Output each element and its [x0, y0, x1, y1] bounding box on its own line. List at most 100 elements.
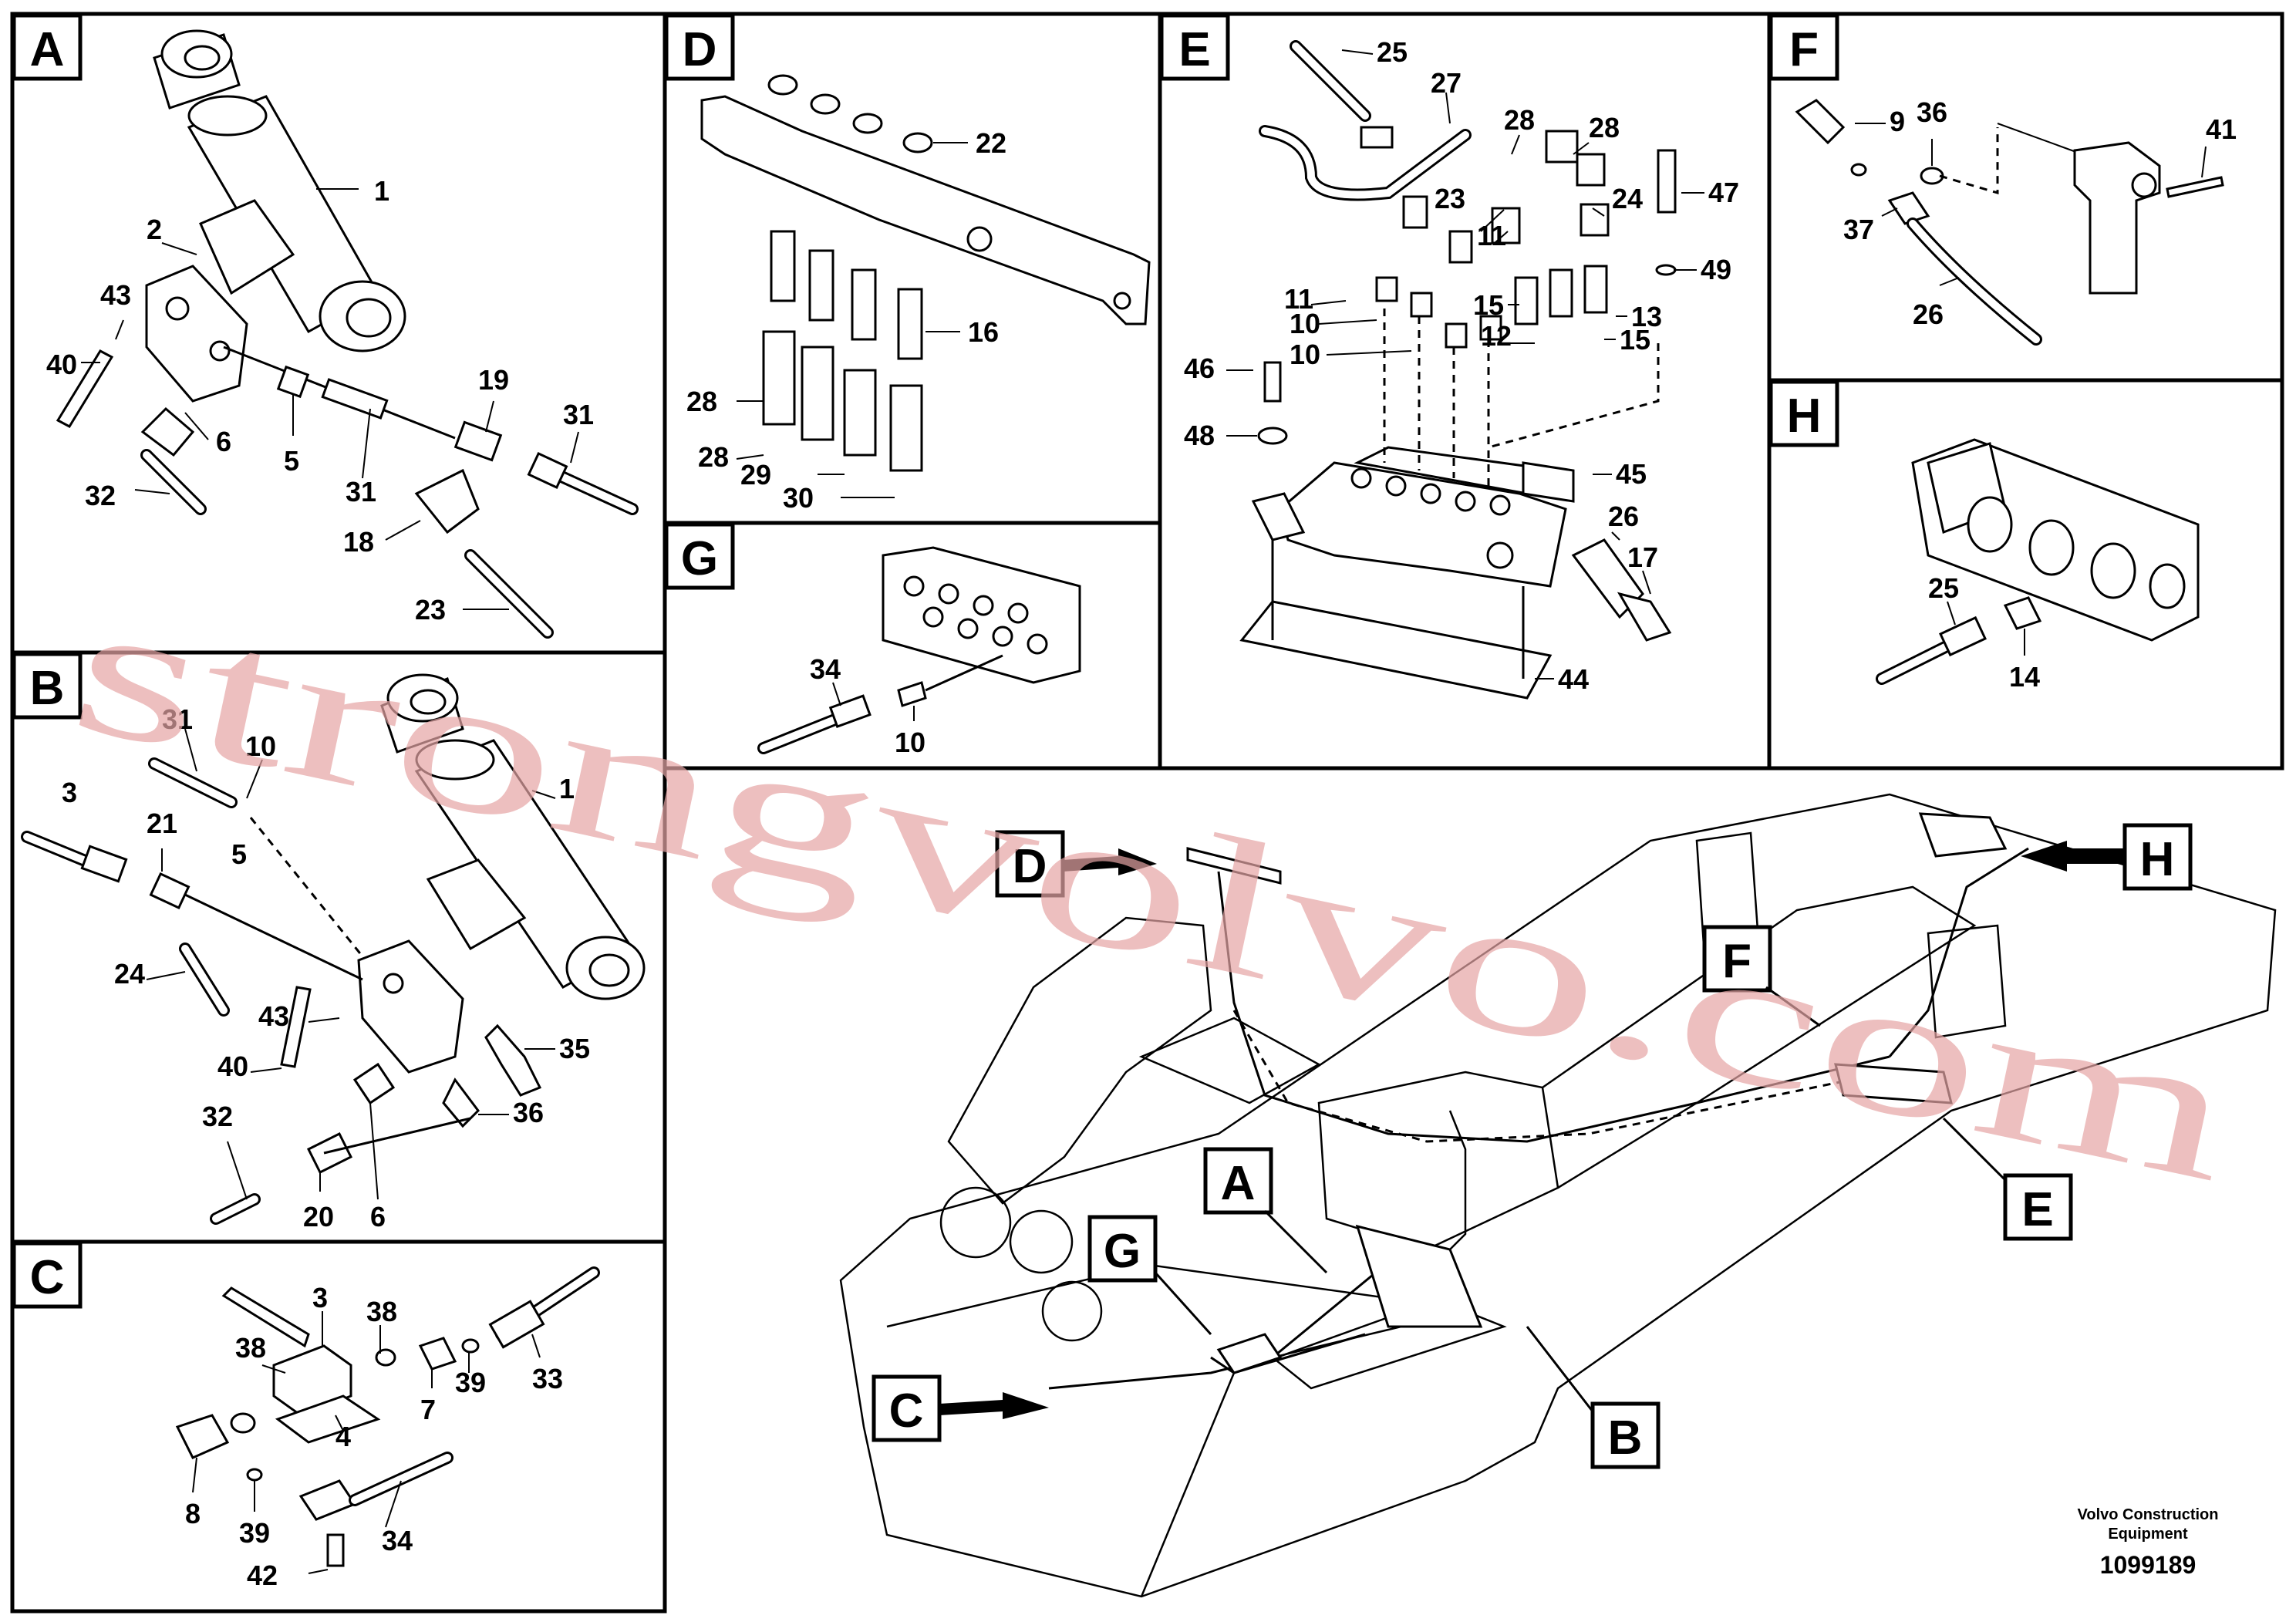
valve-section-e	[1522, 461, 1575, 503]
callout-21-b: 21	[147, 808, 177, 839]
callout-42-c: 42	[247, 1560, 278, 1591]
panel-g-label: G	[681, 532, 718, 585]
callout-31-b: 31	[162, 703, 193, 735]
overview-label-g-box	[1087, 1215, 1158, 1283]
valve-block-b	[357, 858, 527, 1074]
callout-37-f: 37	[1843, 214, 1874, 245]
callout-2-a: 2	[147, 214, 162, 245]
bolt-40-a	[56, 349, 114, 428]
callout-28-e-right: 28	[1589, 112, 1620, 143]
panel-f: F 9 36 41 37 26	[1768, 13, 2237, 346]
callout-10-b: 10	[245, 730, 276, 762]
bolt-47-e	[1657, 149, 1677, 214]
overview-labels: D H F E A G C B	[872, 823, 2193, 1469]
hose-end-33-c	[488, 1300, 545, 1349]
ball-valve-3-c	[272, 1344, 352, 1417]
fitting-14-h	[2003, 596, 2042, 630]
callout-12-e: 12	[1481, 320, 1512, 352]
callout-3-b: 3	[62, 777, 77, 808]
callout-20-b: 20	[303, 1201, 334, 1233]
panel-b-label: B	[30, 662, 65, 715]
callout-1-a: 1	[374, 175, 389, 207]
callout-7-c: 7	[420, 1394, 436, 1425]
panel-h: H 25 14	[1768, 379, 2200, 693]
panel-g-label-box	[664, 522, 735, 590]
overview-arrow-d	[1063, 848, 1157, 875]
callout-19-a: 19	[478, 364, 509, 396]
hydraulic-cylinder-b	[380, 673, 646, 1000]
callout-28-d-lower: 28	[698, 441, 729, 473]
hose-end-34-g	[828, 694, 872, 728]
callout-5-a: 5	[284, 445, 299, 477]
callout-4-c: 4	[335, 1421, 351, 1452]
overview-machine	[839, 793, 2277, 1598]
callout-5-b: 5	[231, 838, 247, 870]
callout-6-a: 6	[216, 426, 231, 457]
fitting-10-g	[897, 681, 927, 707]
callout-32-b: 32	[202, 1101, 233, 1132]
callout-3-c: 3	[312, 1282, 328, 1313]
valve-handle-c	[221, 1286, 310, 1348]
panel-a-label: A	[30, 23, 65, 76]
overview-control-valve	[1834, 1063, 1953, 1104]
callout-10-e-lower: 10	[1290, 339, 1320, 370]
callout-26-e: 26	[1608, 501, 1639, 532]
callout-33-c: 33	[532, 1363, 563, 1394]
bolt-46-e	[1263, 361, 1282, 403]
fitting-21-b	[80, 845, 128, 883]
panel-e-label-box	[1159, 13, 1230, 81]
fitting-31-a	[527, 451, 568, 490]
fitting-5-a	[276, 365, 310, 399]
fitting-17-e	[1617, 592, 1672, 642]
callout-11-e-left: 11	[1284, 283, 1313, 315]
overview-label-b: B	[1608, 1411, 1643, 1465]
hose-31-a	[321, 378, 389, 420]
hose-assemblies-d	[762, 230, 923, 472]
overview-label-f: F	[1722, 935, 1752, 988]
callout-10-g: 10	[895, 727, 925, 758]
mounting-plate-d	[700, 95, 1151, 325]
callout-14-h: 14	[2009, 661, 2040, 693]
fitting-5-b	[149, 872, 190, 910]
callout-28-e-left: 28	[1504, 104, 1535, 136]
callout-15-e-left: 15	[1473, 289, 1504, 321]
callout-38-c-top: 38	[366, 1296, 397, 1327]
callout-23-a: 23	[415, 594, 446, 626]
callout-27-e: 27	[1431, 67, 1462, 99]
callout-18-a: 18	[343, 526, 374, 558]
callout-46-e: 46	[1184, 352, 1215, 384]
callout-8-c: 8	[185, 1498, 201, 1529]
callout-16-d: 16	[968, 316, 999, 348]
overview-pump	[1918, 812, 2008, 858]
panel-b-label-box	[12, 652, 83, 720]
elbow-8-c	[175, 1414, 230, 1459]
overview-arrow-h	[2021, 841, 2125, 872]
callout-34-c: 34	[382, 1525, 413, 1556]
panel-d-label-box	[664, 13, 735, 81]
callout-25-e: 25	[1377, 36, 1408, 68]
callout-29-d: 29	[740, 459, 771, 491]
panel-a-label-box	[12, 13, 83, 81]
overview-arrow-c	[939, 1392, 1049, 1419]
fitting-36-b	[442, 1077, 480, 1128]
bracket-4-c	[275, 1394, 381, 1444]
panel-a: A	[12, 13, 639, 639]
callout-28-d-upper: 28	[686, 386, 717, 417]
callout-36-b: 36	[513, 1097, 544, 1128]
hose-end-25-h	[1939, 615, 1987, 657]
overview-label-c-box	[872, 1374, 942, 1442]
callout-31-a-mid: 31	[346, 476, 376, 508]
callout-36-f: 36	[1917, 96, 1947, 128]
callout-9-f: 9	[1890, 106, 1905, 137]
callout-11-e-right: 11	[1477, 220, 1506, 251]
bolt-42-c	[326, 1533, 345, 1567]
hydraulic-cylinder-a	[153, 29, 406, 352]
footer: Volvo Construction Equipment 1099189	[2078, 1506, 2219, 1579]
overview-label-h: H	[2140, 833, 2175, 886]
panel-h-label: H	[1787, 389, 1822, 443]
spring-35-b	[484, 1023, 542, 1097]
bolt-41-f	[2166, 176, 2224, 198]
overview-label-c: C	[889, 1384, 924, 1438]
callout-34-g: 34	[810, 653, 841, 685]
